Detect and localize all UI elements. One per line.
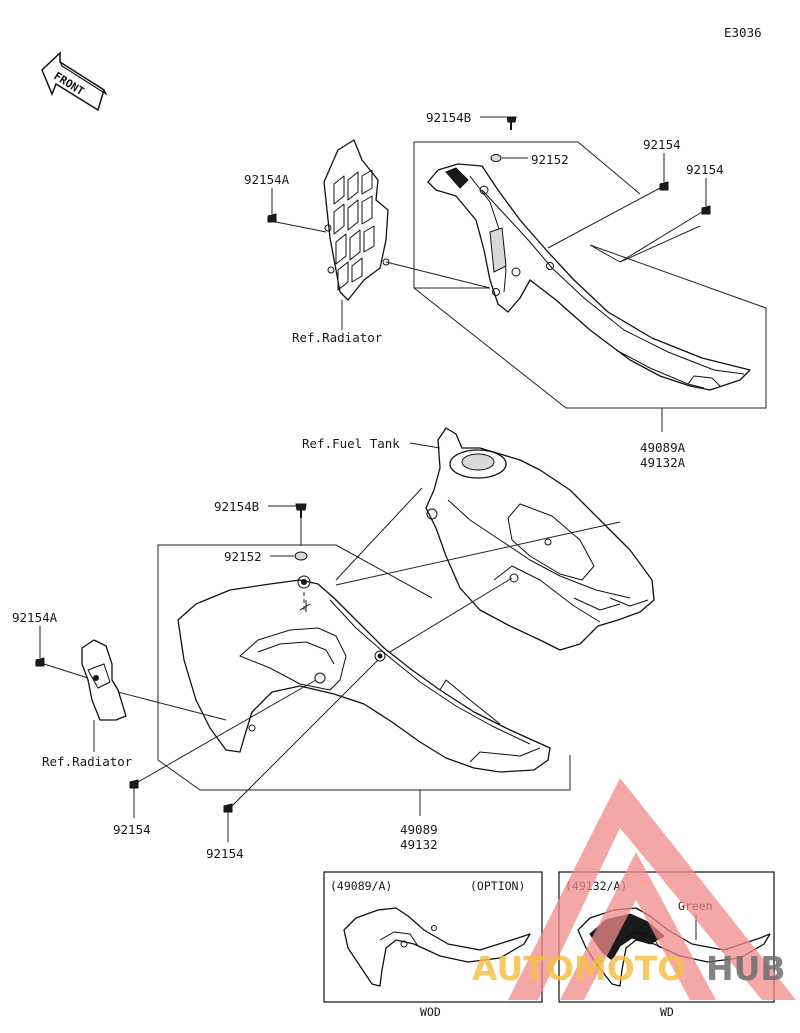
upper-part-number-2: 49132A: [640, 455, 686, 470]
callout-upper-ref-radiator: Ref.Radiator: [292, 330, 383, 345]
callout-upper-bolt-right-2: 92154: [686, 162, 724, 177]
leader-lower-bolt-bottom-1b: [137, 679, 317, 783]
diagram-code: E3036: [724, 25, 762, 40]
upper-bracket-top: [414, 141, 641, 195]
upper-bolt-left-icon: [267, 213, 277, 223]
callout-upper-washer: 92152: [531, 152, 569, 167]
upper-bolt-right-1-icon: [659, 181, 669, 191]
leader-upper-bolt-left-b: [275, 221, 327, 233]
callout-lower-bolt-bottom-1: 92154: [113, 822, 151, 837]
leader-lower-bolt-left-b: [43, 663, 89, 679]
lower-bracket-line: [157, 544, 571, 791]
callout-upper-bolt-right-1: 92154: [643, 137, 681, 152]
lower-bolt-bottom-1-icon: [129, 779, 139, 789]
upper-radiator-grille: [323, 139, 390, 301]
lower-bolt-bottom-2-icon: [223, 803, 233, 813]
variant-wod-header: (49089/A): [330, 879, 392, 893]
upper-part-number-1: 49089A: [640, 440, 686, 455]
leader-upper-bolt-right-2b: [619, 211, 703, 263]
variant-wod-tag: (OPTION): [470, 879, 525, 893]
lower-part-number-2: 49132: [400, 837, 438, 852]
front-arrow-icon: FRONT: [41, 51, 108, 112]
callout-fuel-tank: Ref.Fuel Tank: [302, 436, 400, 451]
callout-upper-bolt-top: 92154B: [426, 110, 471, 125]
fuel-tank: [425, 427, 655, 651]
leader-lower-radiator-link: [117, 691, 227, 721]
leader-lower-bolt-bottom-2b: [231, 659, 379, 807]
lower-assembly: 92154B 92152 92154A Ref.Radiator 92154 9…: [12, 487, 621, 861]
upper-bolt-top-icon: [506, 116, 517, 130]
leader-upper-bolt-right-1b: [547, 187, 661, 249]
watermark-text-automoto: AUTOMOTO: [472, 949, 685, 988]
lower-link-tank-2: [379, 577, 513, 659]
watermark-text-hub: HUB: [706, 949, 786, 988]
upper-bolt-right-2-icon: [701, 205, 711, 215]
lower-part-number-1: 49089: [400, 822, 438, 837]
lower-link-tank-1: [335, 487, 423, 581]
callout-lower-bolt-left: 92154A: [12, 610, 58, 625]
lower-bracket-diag: [335, 544, 433, 599]
callout-lower-bolt-top: 92154B: [214, 499, 259, 514]
callout-lower-ref-radiator: Ref.Radiator: [42, 754, 133, 769]
upper-washer-icon: [490, 154, 502, 162]
variant-wod-caption: WOD: [420, 1005, 441, 1019]
lower-radiator-bracket: [81, 639, 127, 721]
lower-bolt-left-icon: [35, 657, 45, 667]
upper-assembly: 92154B 92152 92154 92154 92154A Ref.Radi…: [244, 110, 767, 470]
lower-washer-icon: [294, 551, 308, 561]
upper-bracket-line: [413, 142, 767, 409]
variant-box-wod: (49089/A) (OPTION): [323, 871, 543, 1003]
callout-upper-bolt-left: 92154A: [244, 172, 290, 187]
leader-fuel-tank: [409, 442, 441, 449]
variant-wd-caption: WD: [660, 1005, 674, 1019]
upper-shroud: [427, 163, 751, 391]
callout-lower-bolt-bottom-2: 92154: [206, 846, 244, 861]
lower-shroud: [177, 575, 551, 773]
lower-link-tank-3: [335, 521, 621, 586]
lower-bolt-top-icon: [295, 503, 307, 518]
callout-lower-washer: 92152: [224, 549, 262, 564]
automotohub-watermark-logo: AUTOMOTO HUB: [472, 778, 796, 1000]
leader-upper-radiator-link: [385, 261, 491, 289]
